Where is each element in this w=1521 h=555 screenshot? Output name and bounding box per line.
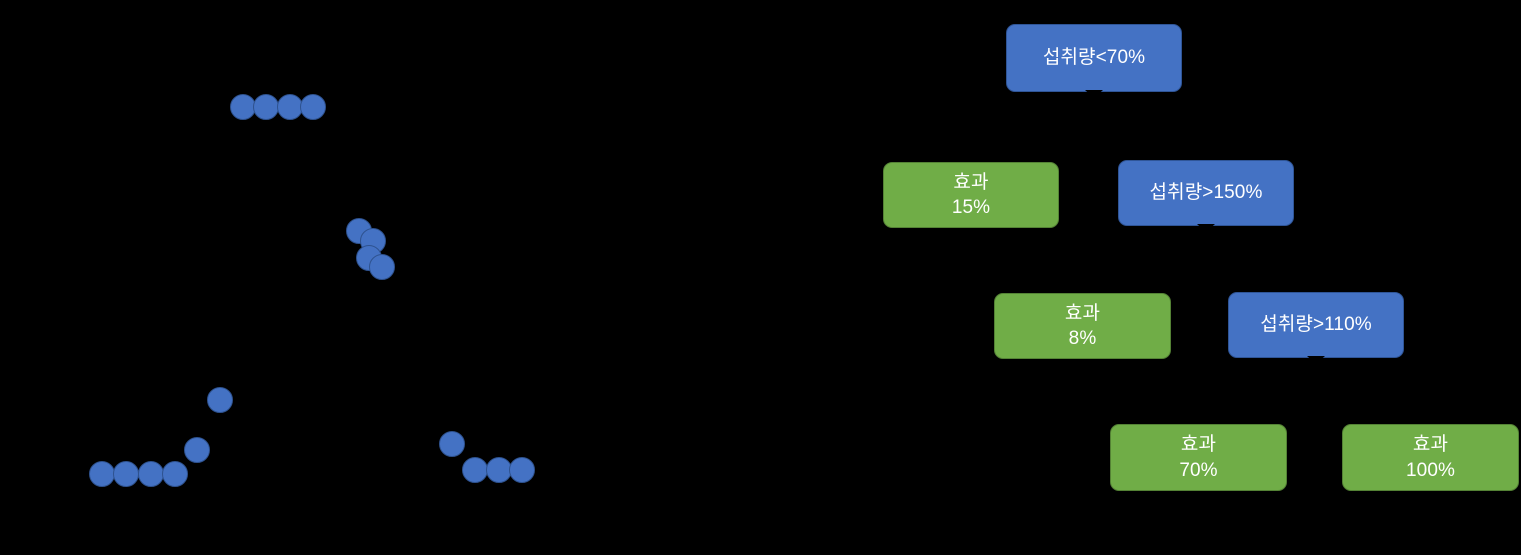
tree-node-label-primary: 효과	[1180, 434, 1217, 456]
scatter-point	[439, 431, 465, 457]
tree-node-label-primary: 효과	[1412, 434, 1449, 456]
scatter-point	[277, 94, 303, 120]
scatter-plot	[89, 94, 535, 487]
tree-node-label-secondary: 15%	[951, 197, 991, 218]
scatter-point	[369, 254, 395, 280]
tree-node-label-primary: 효과	[953, 171, 989, 193]
scatter-point	[230, 94, 256, 120]
scatter-point	[486, 457, 512, 483]
tree-node-leaf-100[interactable]: 효과 100%	[1342, 424, 1519, 491]
scatter-point	[509, 457, 535, 483]
scatter-point	[184, 437, 210, 463]
tree-node-label-secondary: 8%	[1068, 328, 1097, 349]
node-connector-notch-icon	[1197, 224, 1215, 232]
scatter-point	[462, 457, 488, 483]
tree-node-decision-110[interactable]: 섭취량>110%	[1228, 292, 1404, 364]
tree-node-root[interactable]: 섭취량<70%	[1006, 24, 1182, 98]
tree-node-label-primary: 섭취량>110%	[1260, 314, 1372, 336]
tree-node-label-primary: 섭취량<70%	[1042, 47, 1146, 69]
tree-node-decision-150[interactable]: 섭취량>150%	[1118, 160, 1294, 232]
tree-node-label-secondary: 70%	[1179, 459, 1218, 481]
tree-node-leaf-15[interactable]: 효과 15%	[883, 162, 1059, 228]
scatter-point	[207, 387, 233, 413]
tree-node-leaf-70[interactable]: 효과 70%	[1110, 424, 1287, 491]
tree-node-label-primary: 섭취량>150%	[1149, 182, 1263, 204]
tree-node-label-primary: 효과	[1064, 302, 1101, 324]
scatter-point	[113, 461, 139, 487]
tree-node-label-secondary: 100%	[1406, 459, 1455, 481]
tree-node-leaf-8[interactable]: 효과 8%	[994, 293, 1171, 359]
scatter-point	[300, 94, 326, 120]
node-connector-notch-icon	[1307, 356, 1325, 364]
scatter-point	[162, 461, 188, 487]
scatter-point	[253, 94, 279, 120]
node-connector-notch-icon	[1085, 90, 1103, 98]
